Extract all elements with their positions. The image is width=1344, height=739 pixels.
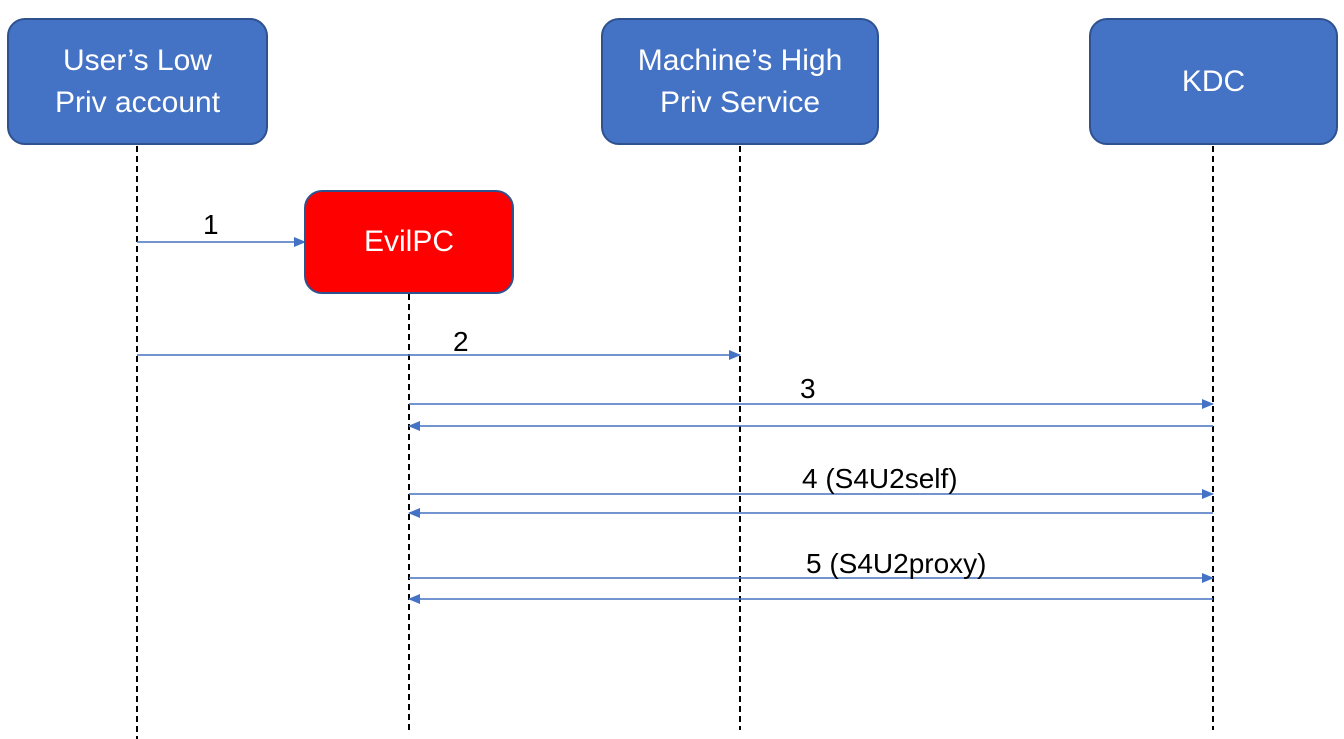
actor-kdc: KDC [1089, 18, 1338, 145]
actor-machine-high-priv-service: Machine’s High Priv Service [601, 18, 879, 145]
message-3-label: 3 [800, 373, 816, 404]
actor-user-label: User’s Low Priv account [54, 43, 221, 119]
message-4-label: 4 (S4U2self) [802, 463, 958, 494]
actor-user-low-priv-account: User’s Low Priv account [7, 18, 268, 145]
actor-evilpc: EvilPC [304, 190, 514, 294]
message-2-label: 2 [453, 326, 469, 357]
actor-service-label: Machine’s High Priv Service [637, 43, 843, 119]
message-1-label: 1 [203, 209, 219, 240]
message-5-label: 5 (S4U2proxy) [806, 548, 987, 579]
actor-kdc-label: KDC [1181, 64, 1246, 98]
actor-evilpc-label: EvilPC [363, 225, 454, 258]
